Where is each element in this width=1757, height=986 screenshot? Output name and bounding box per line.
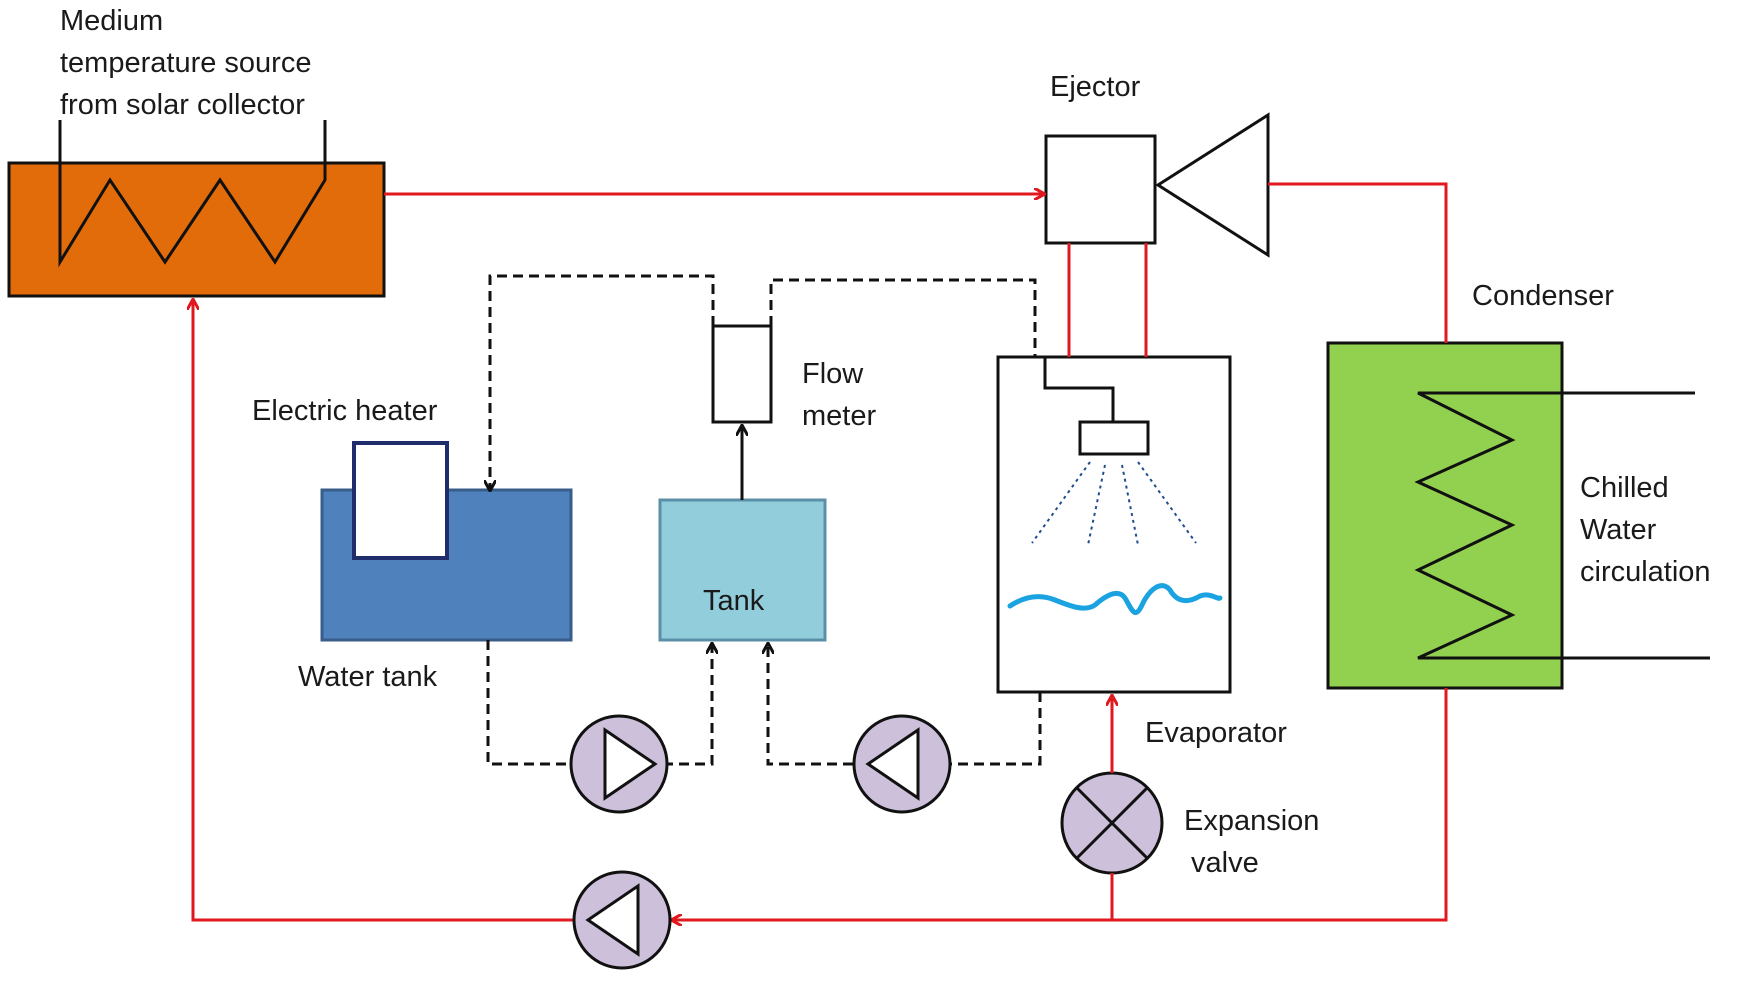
source-label-line3: from solar collector <box>60 89 305 121</box>
spray-jets <box>1031 461 1197 546</box>
water-loop-lines <box>486 274 1042 766</box>
dash-flowmeter-to-watertank <box>490 274 715 490</box>
ejector <box>1044 112 1270 258</box>
evaporator-label: Evaporator <box>1145 717 1287 749</box>
water-tank <box>320 441 573 642</box>
condenser-label: Condenser <box>1472 280 1614 312</box>
electric-heater-label: Electric heater <box>252 395 438 427</box>
source-label-line2: temperature source <box>60 47 311 79</box>
dash-flowmeter-to-evaporator <box>769 278 1037 357</box>
ejector-mixing-box <box>1044 134 1157 245</box>
generator-coil <box>58 120 327 268</box>
chilled-water-label-line2: Water <box>1580 514 1657 546</box>
water-tank-label: Water tank <box>298 661 438 693</box>
line-ejector-to-condenser <box>1268 182 1448 343</box>
tank-box <box>658 498 827 642</box>
dash-pump-to-tank-right <box>768 644 853 766</box>
chilled-water-label-line1: Chilled <box>1580 472 1669 504</box>
pump-left <box>569 714 669 814</box>
pump-bottom <box>572 870 672 970</box>
tank <box>658 498 827 642</box>
condenser-coil <box>1414 391 1710 660</box>
refrigerant-lines <box>193 182 1448 922</box>
flow-meter-label-line2: meter <box>802 400 876 432</box>
spray-nozzle <box>1078 420 1150 456</box>
dash-evaporator-to-pump <box>951 692 1042 766</box>
ejector-label: Ejector <box>1050 71 1141 103</box>
source-label-line1: Medium <box>60 5 163 37</box>
water-surface <box>1007 583 1223 616</box>
flow-meter-label-line1: Flow <box>802 358 864 390</box>
evaporator-box <box>996 355 1232 694</box>
chilled-water-label-line3: circulation <box>1580 556 1711 588</box>
ejector-diffuser <box>1155 112 1270 258</box>
generator-box <box>7 161 386 298</box>
expansion-valve-label-line2: valve <box>1191 847 1259 879</box>
dash-watertank-to-pump <box>486 640 574 766</box>
expansion-valve-label-line1: Expansion <box>1184 805 1319 837</box>
spray-feed-pipe <box>1043 357 1115 422</box>
electric-heater <box>352 441 449 560</box>
generator <box>7 120 386 298</box>
dash-pump-to-tank <box>663 644 712 766</box>
flow-meter <box>711 324 773 424</box>
tank-label: Tank <box>703 585 765 617</box>
flow-meter-body <box>711 324 773 424</box>
condenser-box <box>1326 341 1564 690</box>
expansion-valve <box>1060 771 1164 875</box>
line-pump-to-generator <box>193 300 573 922</box>
pump-middle <box>852 714 952 814</box>
line-condenser-return <box>672 688 1448 920</box>
evaporator <box>996 355 1232 694</box>
